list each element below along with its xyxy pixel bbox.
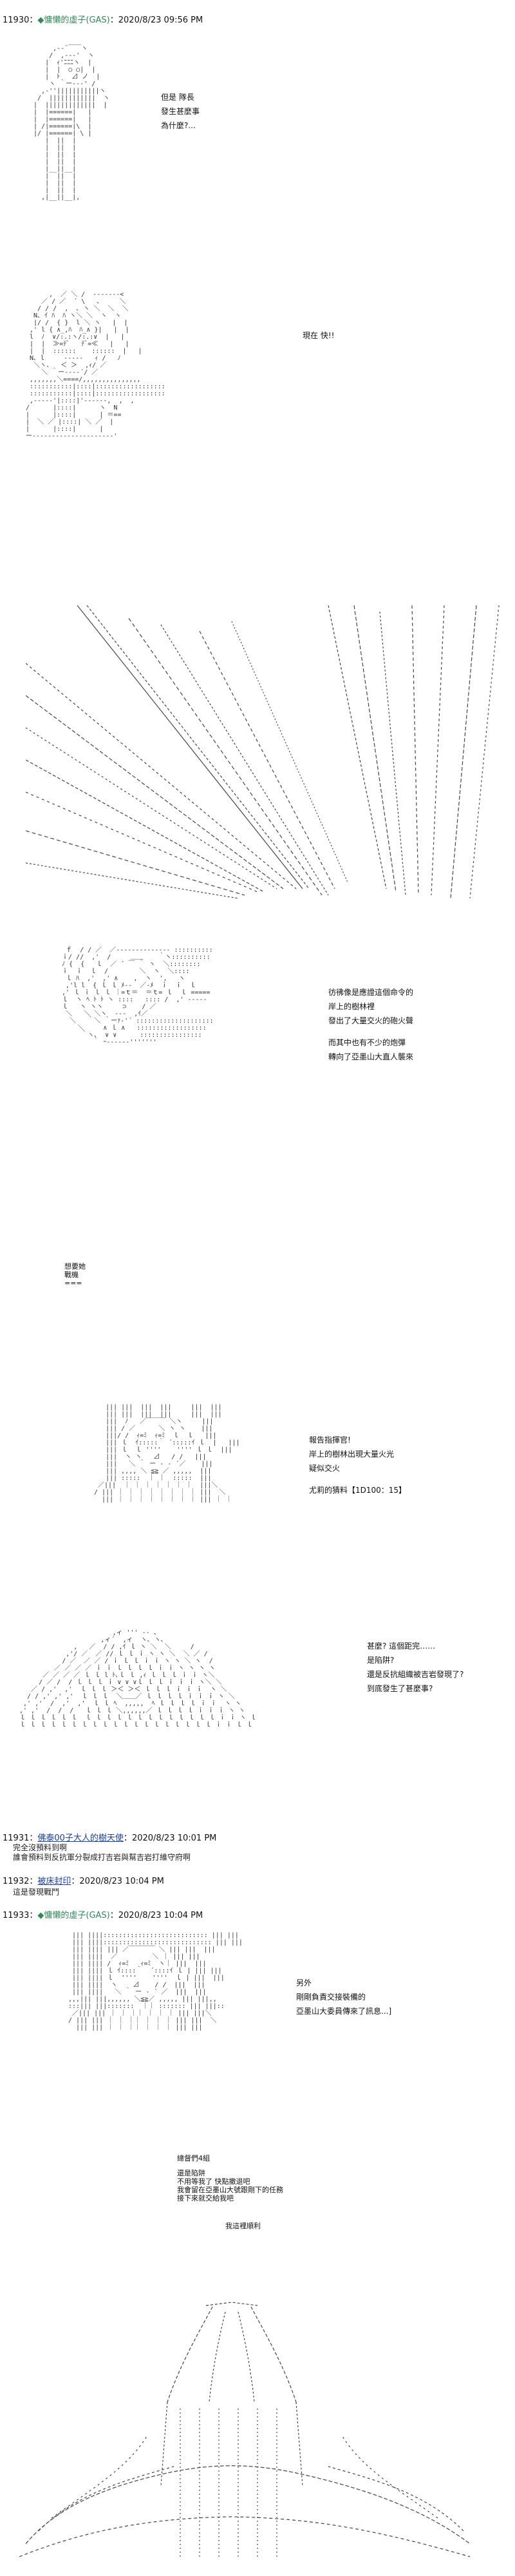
post-header: 11932：被床封印：2020/8/23 10:04 PM xyxy=(3,1874,164,1886)
dialogue-line: 現在 快!! xyxy=(303,331,335,340)
dialogue-line: 發出了大量交火的砲火聲 xyxy=(328,1016,414,1025)
post-body: 這是發現戰鬥 xyxy=(13,1886,59,1897)
post-number[interactable]: 11932 xyxy=(3,1877,30,1886)
separator: ： xyxy=(29,1911,38,1920)
dialogue-text: 彷彿像是應證這個命令的 岸上的樹林裡 發出了大量交火的砲火聲 而其中也有不少的炮… xyxy=(328,985,413,1064)
ascii-art-shouting-face: , ／ ＼ / -‐‐‐‐‐‐< ／ / ／ ´ \ ､ ＼ / / / , ､… xyxy=(26,291,165,440)
dialogue-line: 疑似交火 xyxy=(309,1464,341,1473)
post-author-link[interactable]: 被床封印 xyxy=(37,1877,71,1886)
post-line: 這是發現戰鬥 xyxy=(13,1888,60,1897)
caption-line: 戰機 xyxy=(64,1271,79,1279)
dialogue-line: 是陷阱? xyxy=(367,1656,395,1665)
message-line: 接下來就交給我吧 xyxy=(177,2194,234,2202)
dialogue-line: 彷彿像是應證這個命令的 xyxy=(328,988,414,997)
post-header: 11930：◆慵懶的虛子(GAS)：2020/8/23 09:56 PM xyxy=(3,13,203,25)
dialogue-line: 另外 xyxy=(296,1978,312,1987)
dialogue-line: 甚麼? 這個距完…… xyxy=(367,1642,436,1651)
post-header: 11933：◆慵懶的虛子(GAS)：2020/8/23 10:04 PM xyxy=(3,1908,203,1920)
ascii-art-figure: ,-‐¨￣￣ヽ / ,-‐‐' ヽ | ｨ'ﾆﾆﾆヽ | | | ○ ○| | … xyxy=(33,45,110,201)
dialogue-line: 到底發生了甚麼事? xyxy=(367,1684,433,1693)
separator: ： xyxy=(71,1877,80,1886)
dialogue-line xyxy=(328,1028,413,1036)
message-line: 不用等我了 快點撤退吧 xyxy=(177,2177,250,2186)
post-timestamp: 2020/8/23 10:04 PM xyxy=(79,1877,164,1886)
post-author-link[interactable]: 佛泰00子大人的樹天使 xyxy=(37,1833,124,1843)
ascii-art-officer-figure: ||| ||||::::::::::::::::::::::::::: ||| … xyxy=(68,1932,243,2031)
dialogue-text: 現在 快!! xyxy=(303,328,334,343)
dialogue-text: 報告指揮官! 岸上的樹林出現大量火光 疑似交火 尤莉的猜料【1D100：15】 xyxy=(309,1433,406,1497)
ascii-art-long-hair-figure: ,ィ ''' ‐- 、 ,ィ´ ,ィ ヽ､ ヽ､ , ／ / / ,ｲ ｌ ヽ … xyxy=(19,1629,257,1728)
dialogue-line: 但是 隊長 xyxy=(161,93,194,102)
dialogue-line: 岸上的樹林裡 xyxy=(328,1002,375,1011)
message-line: 我這裡順利 xyxy=(225,2222,261,2230)
dialogue-line: 尤莉的猜料【1D100：15】 xyxy=(309,1486,407,1495)
message-line: 我會留在亞墨山大號跟剛下的任務 xyxy=(177,2186,283,2194)
dialogue-line: 報告指揮官! xyxy=(309,1435,351,1444)
message-line: 還是陷阱 xyxy=(177,2169,205,2177)
post-number[interactable]: 11933 xyxy=(3,1911,30,1920)
dialogue-line: 發生甚麼事 xyxy=(161,107,200,116)
post-number[interactable]: 11930 xyxy=(3,15,30,25)
caption-line: === xyxy=(64,1279,82,1287)
separator: ： xyxy=(123,1833,132,1843)
ascii-art-officer-figure: ||| ||| ||| ||| ||| ||| ||| ||| ||| ||| … xyxy=(94,1404,240,1503)
post-number[interactable]: 11931 xyxy=(3,1833,30,1843)
dialogue-line: 岸上的樹林出現大量火光 xyxy=(309,1450,395,1459)
dialogue-line: 亞墨山大委員傳來了訊息...] xyxy=(296,2007,392,2016)
post-header: 11931：佛泰00子大人的樹天使：2020/8/23 10:01 PM xyxy=(3,1831,216,1843)
dome-wave-art xyxy=(19,2302,471,2557)
separator: ： xyxy=(29,15,38,25)
post-timestamp: 2020/8/23 10:04 PM xyxy=(118,1911,203,1920)
post-author[interactable]: ◆慵懶的虛子(GAS) xyxy=(37,1911,110,1920)
dialogue-text: 但是 隊長 發生甚麼事 為什麼?... xyxy=(161,90,200,133)
separator: ： xyxy=(29,1833,38,1843)
post-body: 完全沒預料到啊 誰會預料到反抗軍分裂成打吉岩與幫吉岩打維守府啊 xyxy=(13,1843,191,1862)
post-timestamp: 2020/8/23 10:01 PM xyxy=(131,1833,217,1843)
message-line: 總督們4組 xyxy=(177,2154,210,2163)
post-timestamp: 2020/8/23 09:56 PM xyxy=(118,15,203,25)
artillery-streaks-art xyxy=(26,605,500,899)
dialogue-line: 而其中也有不少的炮彈 xyxy=(328,1038,406,1047)
dialogue-line: 還是反抗組織被吉岩發現了? xyxy=(367,1670,464,1679)
post-author[interactable]: ◆慵懶的虛子(GAS) xyxy=(37,15,110,25)
dialogue-line: 剛剛負責交接裝備的 xyxy=(296,1993,366,2002)
dialogue-text: 另外 剛剛負責交接裝備的 亞墨山大委員傳來了訊息...] xyxy=(296,1976,391,2018)
small-caption: 想要她 戰機 === xyxy=(64,1262,86,1287)
separator: ： xyxy=(109,1911,118,1920)
message-signoff: 我這裡順利 xyxy=(225,2222,261,2230)
post-line: 誰會預料到反抗軍分裂成打吉岩與幫吉岩打維守府啊 xyxy=(13,1853,191,1862)
separator: ： xyxy=(109,15,118,25)
post-line: 完全沒預料到啊 xyxy=(13,1843,68,1852)
dialogue-line xyxy=(309,1475,406,1483)
separator: ： xyxy=(29,1877,38,1886)
dialogue-line: 轉向了亞墨山大直人襲來 xyxy=(328,1052,414,1061)
dialogue-line: 為什麼?... xyxy=(161,121,196,130)
ascii-art-commander-face: ｆ / / ／ ／‐‐‐‐‐‐‐‐‐‐‐‐‐‐ :::::::::: ｉ/ //… xyxy=(62,947,214,1046)
dialogue-text: 甚麼? 這個距完…… 是陷阱? 還是反抗組織被吉岩發現了? 到底發生了甚麼事? xyxy=(367,1639,464,1696)
caption-line: 想要她 xyxy=(64,1262,86,1271)
message-text: 總督們4組 還是陷阱 不用等我了 快點撤退吧 我會留在亞墨山大號跟剛下的任務 接… xyxy=(177,2154,283,2202)
